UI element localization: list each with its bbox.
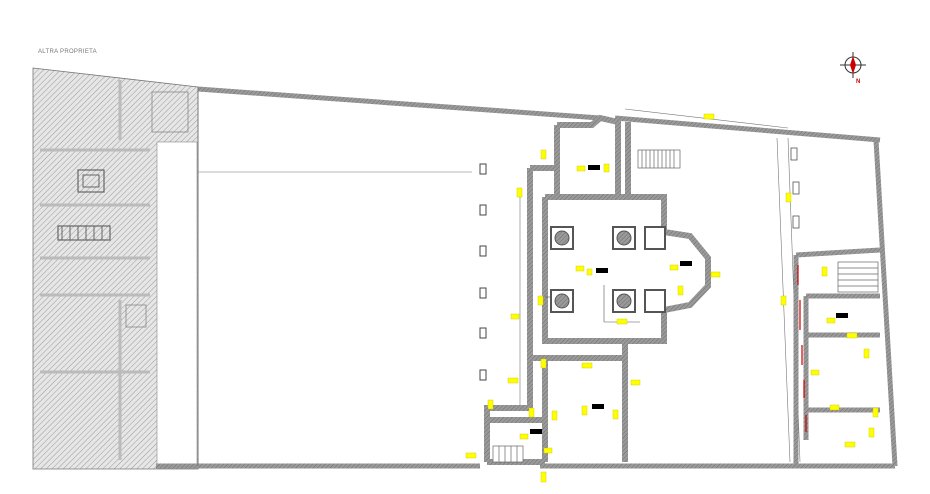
adjacent-property-block — [32, 67, 199, 470]
pillar — [612, 289, 636, 313]
courtyard-columns — [479, 163, 487, 381]
stair-bottom — [492, 445, 524, 463]
right-wing-walls — [793, 247, 881, 466]
door-marks — [797, 265, 807, 432]
fixtures-right — [790, 147, 800, 229]
stair-top — [637, 149, 681, 169]
north-arrow-icon — [840, 52, 866, 78]
yellow-tags — [465, 113, 879, 483]
black-markers — [530, 165, 848, 434]
pillar — [550, 226, 574, 250]
pillar — [612, 226, 636, 250]
adjacent-property-label: ALTRA PROPRIETA — [38, 49, 97, 55]
main-building-walls — [484, 114, 711, 465]
pillar — [550, 289, 574, 313]
stair-right — [837, 261, 879, 293]
north-label: N — [856, 79, 861, 85]
pillar — [644, 289, 666, 313]
outer-walls — [156, 86, 898, 469]
pillars — [550, 226, 666, 313]
pillar — [644, 226, 666, 250]
